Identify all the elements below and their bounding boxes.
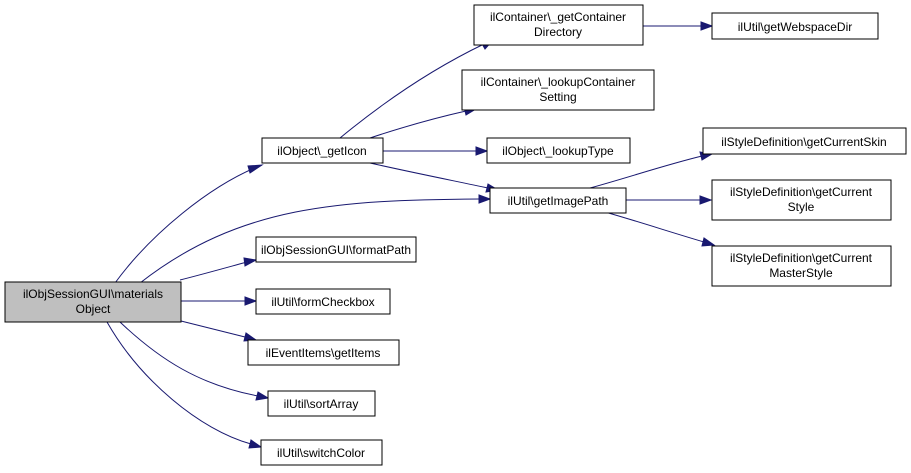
- node-lookupContainerSetting-line-1: ilContainer\_lookupContainer: [481, 75, 636, 89]
- arrowhead: [247, 164, 264, 174]
- node-root[interactable]: ilObjSessionGUI\materials Object: [4, 281, 182, 323]
- node-formCheckbox-box: [255, 288, 391, 315]
- node-getImagePath[interactable]: ilUtil\getImagePath: [489, 187, 627, 214]
- edge-getImagePath-to-getCurrentMasterStyle: [604, 211, 705, 243]
- edge-getIcon-to-getContainerDirectory: [339, 43, 485, 139]
- node-getContainerDirectory[interactable]: ilContainer\_getContainer Directory: [473, 4, 644, 46]
- edge-root-to-getImagePath: [139, 198, 481, 284]
- node-getContainerDirectory-line-2: Directory: [534, 25, 582, 39]
- node-lookupType[interactable]: ilObject\_lookupType: [486, 137, 631, 164]
- edge-root-to-getIcon: [114, 164, 263, 284]
- node-formatPath-label: ilObjSessionGUI\formatPath: [261, 243, 411, 257]
- node-getImagePath-box: [489, 187, 627, 214]
- nodes-layer: ilObjSessionGUI\materials Object ilObjec…: [4, 4, 907, 466]
- edge-root-to-sortArray: [119, 321, 259, 397]
- node-formCheckbox[interactable]: ilUtil\formCheckbox: [255, 288, 391, 315]
- node-formatPath-box: [255, 236, 417, 263]
- node-formCheckbox-label: ilUtil\formCheckbox: [271, 295, 374, 309]
- arrowhead: [701, 237, 716, 247]
- node-root-box: [4, 281, 182, 323]
- node-sortArray[interactable]: ilUtil\sortArray: [267, 390, 376, 417]
- node-lookupContainerSetting-line-2: Setting: [539, 90, 576, 104]
- edge-getIcon-to-getImagePath: [369, 162, 489, 189]
- arrowhead: [243, 257, 258, 267]
- edge-getImagePath-to-getCurrentSkin: [589, 155, 703, 189]
- node-getItems-label: ilEventItems\getItems: [266, 346, 381, 360]
- node-getCurrentStyle[interactable]: ilStyleDefinition\getCurrent Style: [711, 179, 892, 221]
- node-switchColor-label: ilUtil\switchColor: [277, 446, 365, 460]
- node-getCurrentStyle-box: [711, 179, 892, 221]
- node-getCurrentMasterStyle-line-1: ilStyleDefinition\getCurrent: [730, 251, 873, 265]
- node-getWebspaceDir-label: ilUtil\getWebspaceDir: [738, 20, 853, 34]
- node-root-line-2: Object: [76, 302, 111, 316]
- arrowhead: [255, 391, 270, 401]
- node-formatPath[interactable]: ilObjSessionGUI\formatPath: [255, 236, 417, 263]
- edge-root-to-switchColor: [106, 321, 252, 445]
- node-getImagePath-label: ilUtil\getImagePath: [508, 194, 609, 208]
- node-getCurrentStyle-line-1: ilStyleDefinition\getCurrent: [730, 185, 873, 199]
- arrowhead: [248, 439, 263, 449]
- node-sortArray-box: [267, 390, 376, 417]
- node-getWebspaceDir[interactable]: ilUtil\getWebspaceDir: [711, 12, 879, 40]
- arrowhead: [244, 296, 258, 306]
- node-getItems-box: [247, 339, 400, 366]
- node-lookupContainerSetting[interactable]: ilContainer\_lookupContainer Setting: [461, 69, 655, 111]
- node-lookupContainerSetting-box: [461, 69, 655, 111]
- arrowhead: [475, 146, 489, 156]
- arrowhead: [478, 194, 492, 204]
- node-getIcon-label: ilObject\_getIcon: [277, 144, 366, 158]
- node-getCurrentSkin-box: [702, 127, 907, 155]
- arrowhead: [700, 21, 714, 31]
- node-lookupType-label: ilObject\_lookupType: [502, 144, 614, 158]
- node-getCurrentSkin[interactable]: ilStyleDefinition\getCurrentSkin: [702, 127, 907, 155]
- node-getItems[interactable]: ilEventItems\getItems: [247, 339, 400, 366]
- node-getCurrentSkin-label: ilStyleDefinition\getCurrentSkin: [721, 135, 886, 149]
- node-getIcon[interactable]: ilObject\_getIcon: [261, 137, 384, 164]
- node-getIcon-box: [261, 137, 384, 164]
- node-sortArray-label: ilUtil\sortArray: [284, 397, 359, 411]
- node-getWebspaceDir-box: [711, 12, 879, 40]
- node-switchColor[interactable]: ilUtil\switchColor: [260, 439, 383, 466]
- edge-root-to-formatPath: [179, 261, 248, 281]
- node-lookupType-box: [486, 137, 631, 164]
- node-getCurrentMasterStyle-line-2: MasterStyle: [769, 266, 833, 280]
- node-getCurrentStyle-line-2: Style: [788, 200, 815, 214]
- node-getCurrentMasterStyle[interactable]: ilStyleDefinition\getCurrent MasterStyle: [711, 245, 892, 287]
- node-switchColor-box: [260, 439, 383, 466]
- edge-getIcon-to-lookupContainerSetting: [369, 110, 467, 139]
- node-getContainerDirectory-line-1: ilContainer\_getContainer: [490, 10, 626, 24]
- node-getCurrentMasterStyle-box: [711, 245, 892, 287]
- arrowhead: [699, 195, 713, 205]
- edge-root-to-getItems: [180, 320, 246, 338]
- node-root-line-1: ilObjSessionGUI\materials: [23, 287, 163, 301]
- node-getContainerDirectory-box: [473, 4, 644, 46]
